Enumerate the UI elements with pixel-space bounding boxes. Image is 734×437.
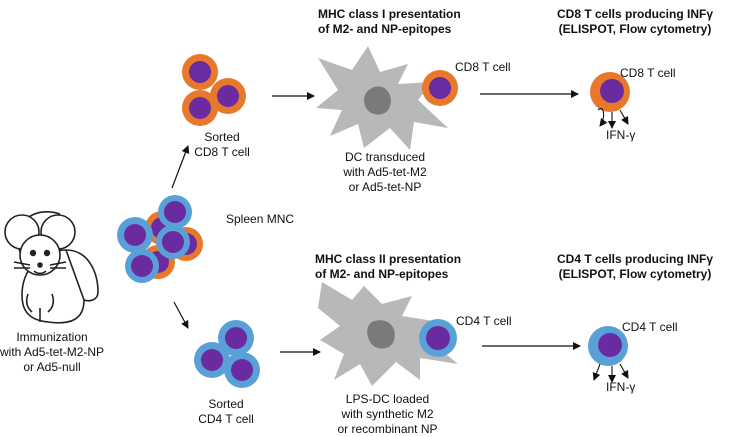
result-cd8-cell <box>590 72 630 129</box>
dc-transduced-icon <box>316 46 458 150</box>
mouse-icon <box>4 211 99 324</box>
label-result-cd4-cell: CD4 T cell <box>622 320 678 334</box>
arrow-spleen-to-cd4 <box>173 301 189 329</box>
arrows <box>171 90 581 356</box>
label-dc-cd4-cell: CD4 T cell <box>456 314 512 328</box>
sorted-cd4-cluster <box>194 320 260 388</box>
lps-dc-icon <box>318 282 458 386</box>
label-spleen-mnc: Spleen MNC <box>226 212 295 226</box>
header-cd8-result: CD8 T cells producing INFγ(ELISPOT, Flow… <box>556 7 714 36</box>
spleen-mnc-cluster <box>117 195 203 283</box>
label-ifn-gamma-bottom: IFN-γ <box>606 380 636 394</box>
label-dc-cd8-cell: CD8 T cell <box>455 60 511 74</box>
label-result-cd8-cell: CD8 T cell <box>620 66 676 80</box>
label-ifn-gamma-top: IFN-γ <box>606 128 636 142</box>
header-cd4-result: CD4 T cells producing INFγ(ELISPOT, Flow… <box>556 252 714 281</box>
arrow-spleen-to-cd8 <box>171 145 190 189</box>
result-cd4-cell <box>588 326 629 383</box>
sorted-cd8-cluster <box>182 54 246 126</box>
